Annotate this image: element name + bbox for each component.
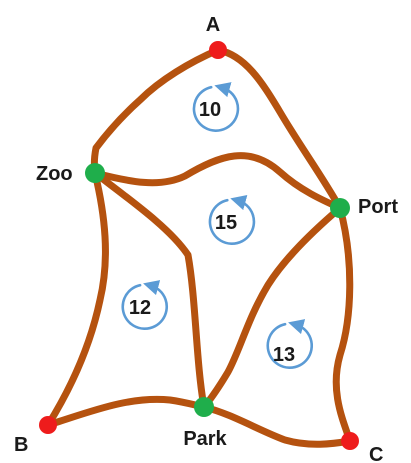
node-park (194, 397, 214, 417)
counterclockwise-arrow-icon (266, 319, 313, 369)
counterclockwise-arrow-icon (192, 82, 240, 132)
node-label-b: B (14, 434, 28, 456)
node-label-c: C (369, 444, 383, 463)
cycle-value-middle: 15 (215, 212, 237, 234)
counterclockwise-arrow-icon (121, 280, 168, 330)
node-c (341, 432, 359, 450)
cycle-right: 13 (266, 319, 313, 369)
roads (44, 46, 354, 448)
road-a-port (214, 46, 344, 212)
node-label-a: A (206, 14, 220, 36)
cycle-value-left: 12 (129, 297, 151, 319)
road-zoo-b (44, 169, 109, 429)
node-label-port: Port (358, 196, 398, 218)
road-zoo-park (91, 169, 208, 411)
road-park-c (200, 403, 354, 448)
node-labels: A B C Zoo Port Park (14, 14, 398, 463)
node-port (330, 198, 350, 218)
cycle-left: 12 (121, 280, 168, 330)
counterclockwise-arrow-icon (208, 195, 256, 245)
road-port-park (200, 204, 344, 411)
cycle-value-top: 10 (199, 99, 221, 121)
road-a-zoo (90, 46, 222, 177)
road-b-park (44, 395, 208, 429)
road-zoo-port (91, 152, 344, 212)
road-port-c (332, 204, 354, 445)
node-a (209, 41, 227, 59)
cycle-value-right: 13 (273, 344, 295, 366)
node-b (39, 416, 57, 434)
cycle-top: 10 (192, 82, 240, 132)
nodes (39, 41, 359, 450)
node-label-zoo: Zoo (36, 163, 73, 185)
cycle-middle: 15 (208, 195, 256, 245)
node-label-park: Park (183, 428, 227, 450)
node-zoo (85, 163, 105, 183)
